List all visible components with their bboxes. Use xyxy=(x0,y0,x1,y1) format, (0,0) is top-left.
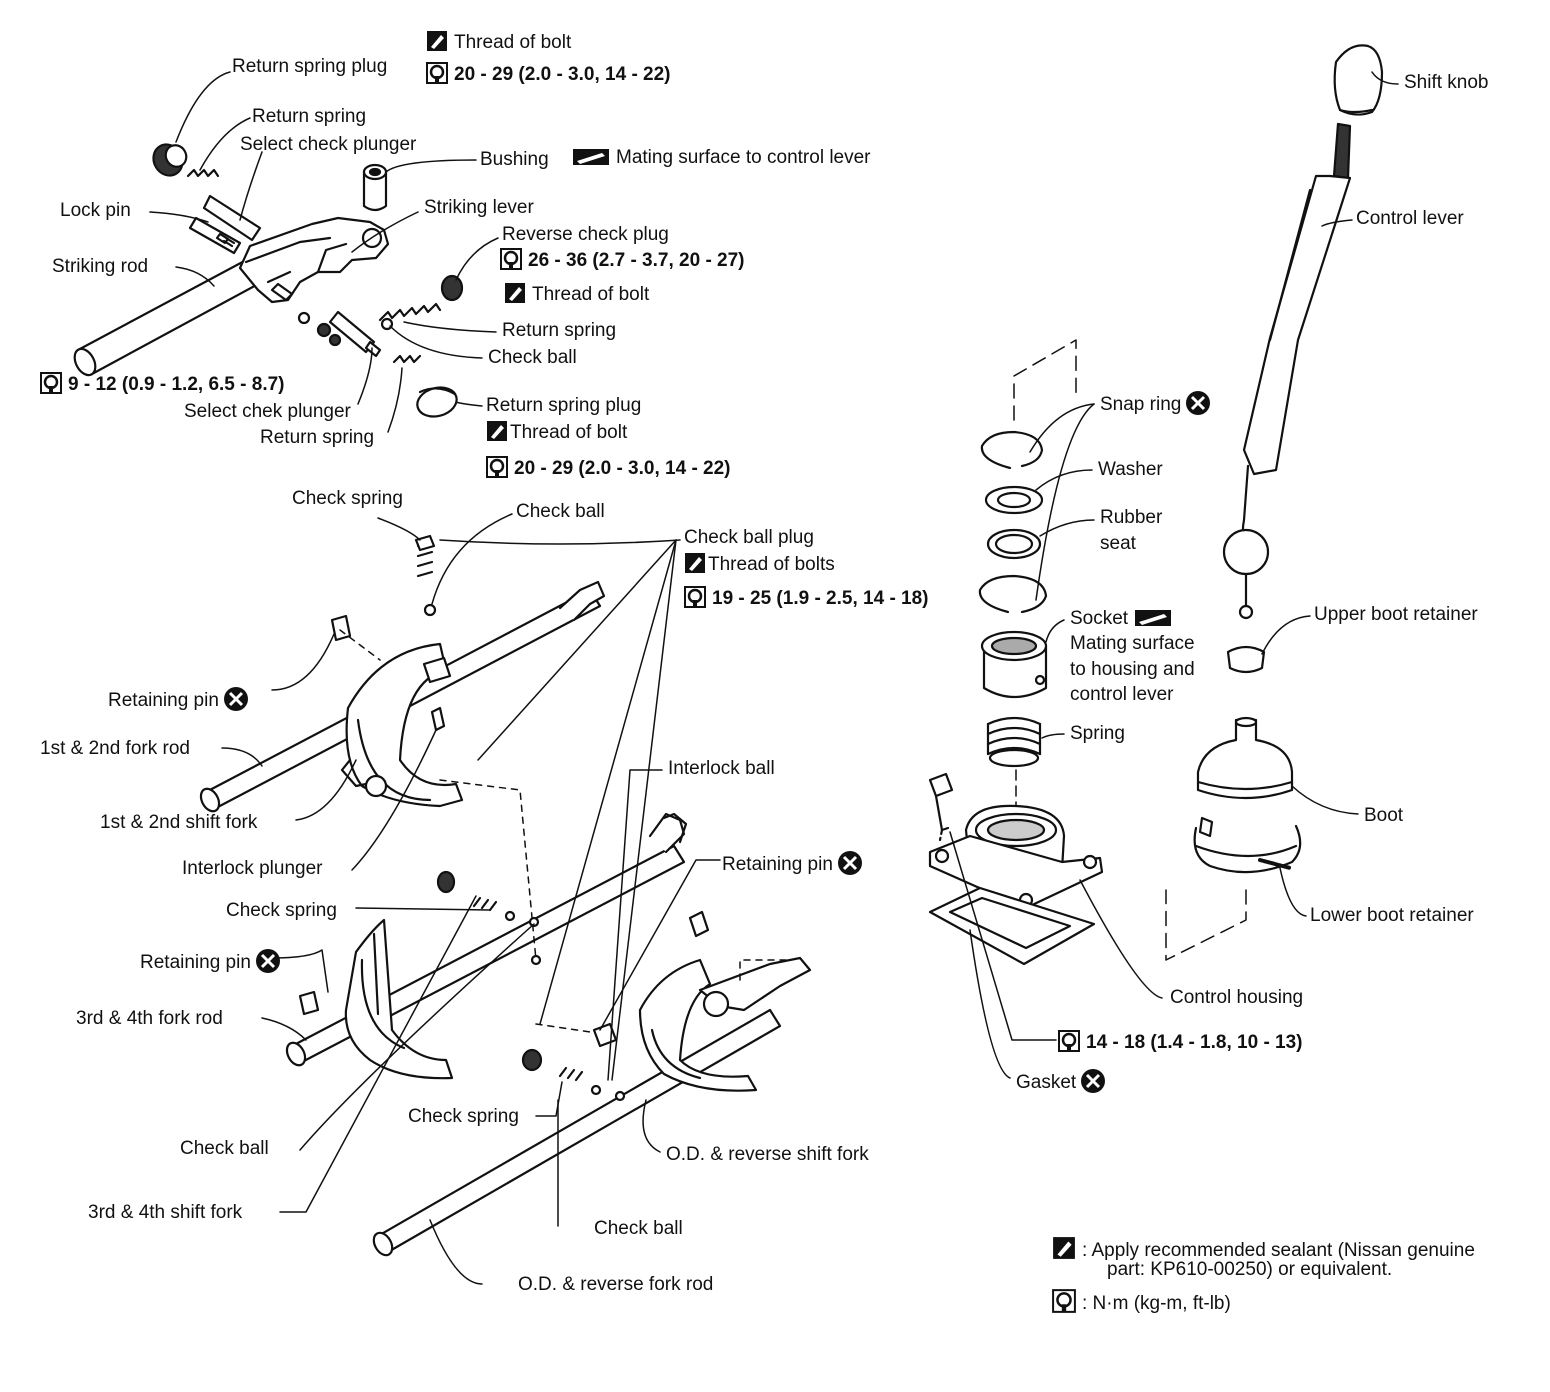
check-ball-upper-label: Check ball xyxy=(516,501,605,522)
torque-wrench-icon xyxy=(40,372,62,394)
check-ball-plug-label: Check ball plug xyxy=(684,527,814,548)
torque-wrench-icon xyxy=(1058,1030,1080,1052)
check-ball-bottom-label: Check ball xyxy=(594,1218,683,1239)
shift-fork-12-label: 1st & 2nd shift fork xyxy=(100,812,258,833)
reverse-check-plug-label: Reverse check plug xyxy=(502,224,669,245)
torque-wrench-icon xyxy=(1052,1289,1076,1313)
torque-plug-label: 19 - 25 (1.9 - 2.5, 14 - 18) xyxy=(684,586,929,610)
return-spring-top-label: Return spring xyxy=(252,106,367,127)
mating-surface-icon xyxy=(573,149,609,165)
return-spring-plug-top-label: Return spring plug xyxy=(232,56,388,77)
retaining-pin-3-label: Retaining pin xyxy=(140,948,281,974)
mating-surface-icon xyxy=(1135,610,1172,626)
spring-label: Spring xyxy=(1070,723,1125,744)
od-reverse-fork-rod-label: O.D. & reverse fork rod xyxy=(518,1274,714,1295)
control-lever-label: Control lever xyxy=(1356,208,1464,229)
striking-rod-assembly xyxy=(70,139,462,421)
fork-rod-12-label: 1st & 2nd fork rod xyxy=(40,738,190,759)
control-housing-label: Control housing xyxy=(1170,987,1304,1008)
lock-pin-label: Lock pin xyxy=(60,200,131,221)
washer-label: Washer xyxy=(1098,459,1163,480)
shift-fork-34-label: 3rd & 4th shift fork xyxy=(88,1202,243,1223)
rubber-seat-label-2: seat xyxy=(1100,533,1136,554)
socket-and-housing-stack xyxy=(930,432,1102,964)
check-spring-mid-label: Check spring xyxy=(226,900,337,921)
interlock-ball-label: Interlock ball xyxy=(668,758,775,779)
bushing-label: Bushing xyxy=(480,149,549,170)
check-spring-top-label: Check spring xyxy=(292,488,403,509)
return-spring-low-label: Return spring xyxy=(260,427,375,448)
legend-sealant-line2: part: KP610-00250) or equivalent. xyxy=(1107,1259,1393,1280)
interlock-plunger-label: Interlock plunger xyxy=(182,858,323,879)
legend-torque-unit: : N·m (kg-m, ft-lb) xyxy=(1052,1289,1231,1315)
upper-boot-retainer-label: Upper boot retainer xyxy=(1314,604,1478,625)
replace-x-icon xyxy=(1186,391,1211,415)
replace-x-icon xyxy=(1081,1069,1106,1093)
rubber-seat-label-1: Rubber xyxy=(1100,507,1163,528)
check-ball-low-label: Check ball xyxy=(180,1138,269,1159)
fork-rod-assemblies xyxy=(197,536,810,1258)
thread-of-bolt-mid-label: Thread of bolt xyxy=(486,420,627,444)
return-spring-plug-mid-label: Return spring plug xyxy=(486,395,642,416)
shift-knob-label: Shift knob xyxy=(1404,72,1489,93)
socket-note-2: to housing and xyxy=(1070,659,1195,680)
torque-wrench-icon xyxy=(486,456,508,478)
socket-note-1: Mating surface xyxy=(1070,633,1195,654)
torque-wrench-icon xyxy=(426,62,448,84)
lower-boot-retainer-label: Lower boot retainer xyxy=(1310,905,1474,926)
torque-reverse-label: 26 - 36 (2.7 - 3.7, 20 - 27) xyxy=(500,248,745,272)
replace-x-icon xyxy=(837,851,862,875)
thread-of-bolt-top-label: Thread of bolt xyxy=(426,30,571,54)
sealant-icon xyxy=(1053,1237,1075,1259)
retaining-pin-2-label: Retaining pin xyxy=(722,850,863,876)
torque-mid-label: 20 - 29 (2.0 - 3.0, 14 - 22) xyxy=(486,456,731,480)
leader-lines-forks xyxy=(222,514,790,1284)
sealant-icon xyxy=(505,283,525,303)
check-spring-low-label: Check spring xyxy=(408,1106,519,1127)
torque-wrench-icon xyxy=(684,586,706,608)
replace-x-icon xyxy=(223,687,248,711)
fork-rod-34-label: 3rd & 4th fork rod xyxy=(76,1008,223,1029)
replace-x-icon xyxy=(255,949,280,973)
mating-surface-control-lever-label: Mating surface to control lever xyxy=(566,147,871,169)
control-lever-assembly xyxy=(1014,45,1382,960)
thread-of-bolt-reverse-label: Thread of bolt xyxy=(504,282,649,306)
striking-lever-label: Striking lever xyxy=(424,197,534,218)
torque-housing-label: 14 - 18 (1.4 - 1.8, 10 - 13) xyxy=(1058,1030,1303,1054)
thread-of-bolts-label: Thread of bolts xyxy=(684,552,835,576)
retaining-pin-1-label: Retaining pin xyxy=(108,686,249,712)
sealant-icon xyxy=(427,31,447,51)
sealant-icon xyxy=(487,421,507,441)
gasket-label: Gasket xyxy=(1016,1068,1106,1094)
snap-ring-label: Snap ring xyxy=(1100,390,1211,416)
check-ball-mid-label: Check ball xyxy=(488,347,577,368)
socket-label: Socket xyxy=(1070,608,1178,630)
leader-lines-top xyxy=(150,72,498,432)
torque-top-label: 20 - 29 (2.0 - 3.0, 14 - 22) xyxy=(426,62,671,86)
leader-lines-right xyxy=(950,72,1398,1078)
sealant-icon xyxy=(685,553,705,573)
boot-label: Boot xyxy=(1364,805,1404,826)
socket-note-3: control lever xyxy=(1070,684,1174,705)
return-spring-mid-label: Return spring xyxy=(502,320,617,341)
torque-striking-label: 9 - 12 (0.9 - 1.2, 6.5 - 8.7) xyxy=(40,372,285,396)
legend-sealant-line1: : Apply recommended sealant (Nissan genu… xyxy=(1052,1236,1475,1262)
od-reverse-shift-fork-label: O.D. & reverse shift fork xyxy=(666,1144,869,1165)
select-check-plunger-label: Select check plunger xyxy=(240,134,417,155)
select-chek-plunger-label: Select chek plunger xyxy=(184,401,351,422)
torque-wrench-icon xyxy=(500,248,522,270)
striking-rod-label: Striking rod xyxy=(52,256,149,277)
